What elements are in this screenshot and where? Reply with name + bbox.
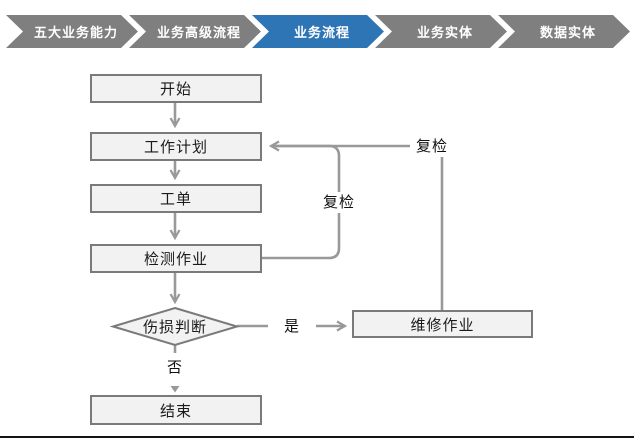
edge-recheck-outer-loop xyxy=(271,146,444,310)
node-label: 伤损判断 xyxy=(142,319,207,336)
node-start[interactable]: 开始 xyxy=(90,74,262,103)
breadcrumb-label: 业务流程 xyxy=(293,25,350,40)
node-damage-decision[interactable]: 伤损判断 xyxy=(113,308,237,345)
edge-label-recheck-outer: 复检 xyxy=(410,136,454,157)
node-label: 开始 xyxy=(159,81,192,98)
node-inspection-job[interactable]: 检测作业 xyxy=(90,244,262,273)
breadcrumb-label: 业务高级流程 xyxy=(156,25,241,40)
node-label: 检测作业 xyxy=(143,251,208,268)
breadcrumb-item-business-entity[interactable]: 业务实体 xyxy=(375,15,507,48)
node-repair-job[interactable]: 维修作业 xyxy=(352,310,533,338)
breadcrumb-item-five-capabilities[interactable]: 五大业务能力 xyxy=(6,15,138,48)
node-end[interactable]: 结束 xyxy=(90,395,262,425)
edge-label-yes: 是 xyxy=(281,316,303,337)
node-label: 结束 xyxy=(159,402,192,420)
breadcrumb-label: 五大业务能力 xyxy=(33,25,118,40)
node-work-plan[interactable]: 工作计划 xyxy=(90,132,262,161)
node-label: 工单 xyxy=(159,191,192,208)
bottom-divider xyxy=(0,436,634,438)
breadcrumb-label: 数据实体 xyxy=(539,25,596,40)
edge-no-arrowhead xyxy=(170,386,180,393)
breadcrumb-item-data-entity[interactable]: 数据实体 xyxy=(498,15,630,48)
breadcrumb-item-business-process-active[interactable]: 业务流程 xyxy=(252,15,384,48)
edge-label-no: 否 xyxy=(164,357,186,378)
node-work-order[interactable]: 工单 xyxy=(90,184,262,213)
breadcrumb-label: 业务实体 xyxy=(416,25,473,40)
breadcrumb-item-high-level-process[interactable]: 业务高级流程 xyxy=(129,15,261,48)
node-label: 工作计划 xyxy=(143,139,208,156)
node-label: 维修作业 xyxy=(410,316,475,334)
edge-label-recheck-inner: 复检 xyxy=(317,192,361,213)
